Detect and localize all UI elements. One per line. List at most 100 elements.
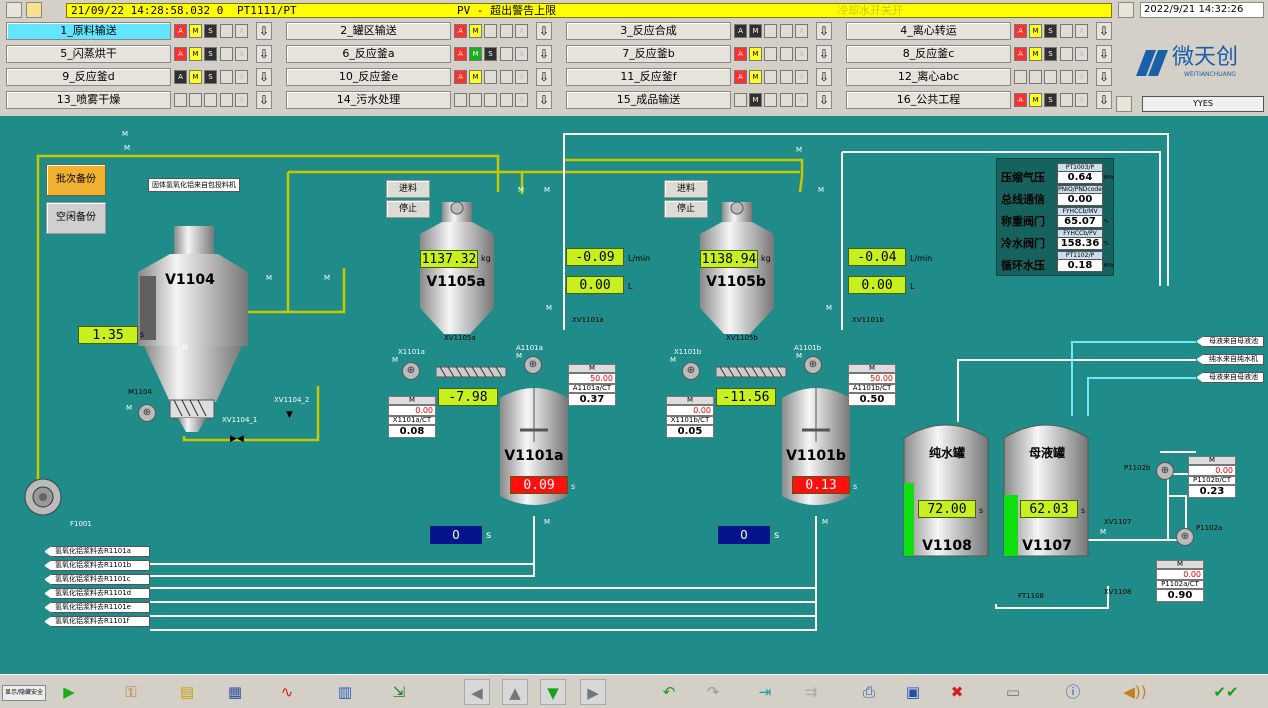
nav-item-label[interactable]: 2_罐区输送 — [286, 22, 451, 40]
x1101b-controller[interactable]: M 0.00 X1101b/CT 0.05 — [666, 396, 714, 438]
download-arrow-icon[interactable]: ⇩ — [536, 68, 552, 86]
forward-arrow-icon[interactable]: ▶ — [580, 679, 606, 705]
p1102a-controller[interactable]: M 0.00 P1102a/CT 0.90 — [1156, 560, 1204, 602]
play-icon[interactable]: ▶ — [63, 683, 75, 701]
controller-setpoint[interactable]: 50.00 — [848, 373, 896, 384]
p1102a-pump-icon[interactable]: ⊕ — [1176, 528, 1194, 546]
controller-mode[interactable]: M — [1156, 560, 1204, 569]
download-arrow-icon[interactable]: ⇩ — [816, 22, 832, 40]
trend-icon[interactable]: ∿ — [280, 683, 294, 701]
up-arrow-icon[interactable]: ▲ — [502, 679, 528, 705]
redo-icon[interactable]: ↷ — [706, 683, 720, 701]
a1101b-agitator-icon[interactable]: ⊕ — [804, 356, 822, 374]
nav-item-label[interactable]: 14_污水处理 — [286, 91, 451, 109]
download-arrow-icon[interactable]: ⇩ — [1096, 45, 1112, 63]
nav-item-label[interactable]: 11_反应釜f — [566, 68, 731, 86]
download-arrow-icon[interactable]: ⇩ — [816, 45, 832, 63]
download-arrow-icon[interactable]: ⇩ — [1096, 68, 1112, 86]
controller-mode[interactable]: M — [666, 396, 714, 405]
batch-backup-button[interactable]: 批次备份 — [46, 164, 106, 196]
save-icon[interactable]: ▣ — [905, 683, 921, 701]
nav-item-label[interactable]: 4_离心转运 — [846, 22, 1011, 40]
m1104-motor-icon[interactable]: ⊕ — [138, 404, 156, 422]
nav-item-label[interactable]: 16_公共工程 — [846, 91, 1011, 109]
undo-icon[interactable]: ↶ — [662, 683, 676, 701]
move-icon[interactable]: ⇉ — [804, 683, 818, 701]
download-arrow-icon[interactable]: ⇩ — [536, 45, 552, 63]
nav-item-label[interactable]: 3_反应合成 — [566, 22, 731, 40]
v1105a-stop-button[interactable]: 停止 — [386, 200, 430, 218]
controller-mode[interactable]: M — [848, 364, 896, 373]
print-icon[interactable]: ⎙ — [862, 683, 875, 701]
delete-icon[interactable]: ✖ — [950, 683, 964, 701]
controller-mode[interactable]: M — [1188, 456, 1236, 465]
p1102b-controller[interactable]: M 0.00 P1102b/CT 0.23 — [1188, 456, 1236, 498]
info-icon[interactable]: ⓘ — [1065, 683, 1081, 701]
user-box[interactable]: YYES — [1142, 96, 1264, 112]
a1101a-controller[interactable]: M 50.00 A1101a/CT 0.37 — [568, 364, 616, 406]
download-arrow-icon[interactable]: ⇩ — [256, 45, 272, 63]
v1105b-stop-button[interactable]: 停止 — [664, 200, 708, 218]
nav-item-label[interactable]: 7_反应釜b — [566, 45, 731, 63]
nav-item-label[interactable]: 13_喷雾干燥 — [6, 91, 171, 109]
controller-mode[interactable]: M — [388, 396, 436, 405]
controller-setpoint[interactable]: 0.00 — [1156, 569, 1204, 580]
import-icon[interactable]: ⇥ — [758, 683, 772, 701]
download-arrow-icon[interactable]: ⇩ — [1096, 22, 1112, 40]
a1101a-agitator-icon[interactable]: ⊕ — [524, 356, 542, 374]
monitor-icon[interactable]: ▭ — [1005, 683, 1021, 701]
a1101b-controller[interactable]: M 50.00 A1101b/CT 0.50 — [848, 364, 896, 406]
controller-mode[interactable]: M — [568, 364, 616, 373]
nav-item-label[interactable]: 6_反应釜a — [286, 45, 451, 63]
download-arrow-icon[interactable]: ⇩ — [536, 91, 552, 109]
down-arrow-icon[interactable]: ▼ — [540, 679, 566, 705]
export-icon[interactable]: ⇲ — [392, 683, 406, 701]
x1101a-controller[interactable]: M 0.00 X1101a/CT 0.08 — [388, 396, 436, 438]
report-icon[interactable]: ▥ — [337, 683, 353, 701]
download-arrow-icon[interactable]: ⇩ — [256, 68, 272, 86]
warning-icon[interactable] — [26, 2, 42, 18]
mode-toggle-button[interactable]: 显示/隐藏安全 — [2, 685, 46, 701]
download-arrow-icon[interactable]: ⇩ — [256, 22, 272, 40]
nav-item-label[interactable]: 12_离心abc — [846, 68, 1011, 86]
download-arrow-icon[interactable]: ⇩ — [816, 68, 832, 86]
nav-item-label[interactable]: 10_反应釜e — [286, 68, 451, 86]
controller-setpoint[interactable]: 0.00 — [388, 405, 436, 416]
nav-item-label[interactable]: 1_原料输送 — [6, 22, 171, 40]
nav-item-label[interactable]: 8_反应釜c — [846, 45, 1011, 63]
nav-item-label[interactable]: 15_成品输送 — [566, 91, 731, 109]
back-arrow-icon[interactable]: ◀ — [464, 679, 490, 705]
list-icon[interactable]: ▦ — [227, 683, 243, 701]
xv1104-2-valve-icon[interactable]: ▼ — [286, 410, 293, 420]
nav-item-label[interactable]: 9_反应釜d — [6, 68, 171, 86]
download-arrow-icon[interactable]: ⇩ — [1096, 91, 1112, 109]
acknowledge-icon[interactable]: ✔✔ — [1213, 683, 1239, 701]
x1101b-pump-icon[interactable]: ⊕ — [682, 362, 700, 380]
controller-setpoint[interactable]: 50.00 — [568, 373, 616, 384]
calendar-icon[interactable] — [1118, 2, 1134, 18]
folder-icon[interactable] — [6, 2, 22, 18]
key-icon[interactable]: ⚿ — [125, 683, 137, 701]
download-arrow-icon[interactable]: ⇩ — [256, 91, 272, 109]
user-icon[interactable] — [1116, 96, 1132, 112]
v1105a-feed-button[interactable]: 进料 — [386, 180, 430, 198]
f1001-fan-icon[interactable] — [22, 476, 64, 518]
sound-icon[interactable]: ◀)) — [1123, 683, 1147, 701]
x1101a-pump-icon[interactable]: ⊕ — [402, 362, 420, 380]
xv1104-1-valve-icon[interactable]: ▶◀ — [230, 434, 244, 444]
controller-setpoint[interactable]: 0.00 — [666, 405, 714, 416]
controller-setpoint[interactable]: 0.00 — [1188, 465, 1236, 476]
